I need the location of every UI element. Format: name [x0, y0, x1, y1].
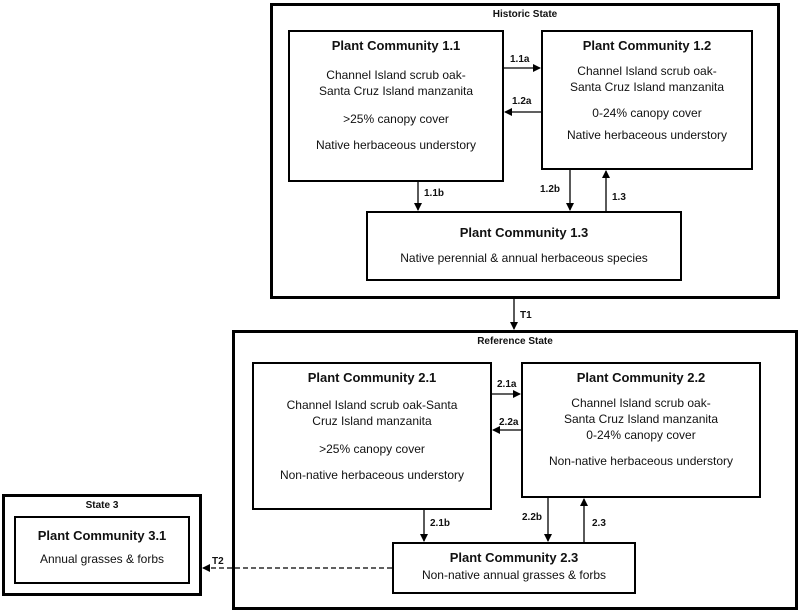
label-1-2a: 1.2a [512, 96, 532, 107]
state-3-title: State 3 [85, 500, 119, 511]
pc11-line3: >25% canopy cover [343, 112, 449, 126]
plant-community-2-2: Plant Community 2.2 Channel Island scrub… [521, 362, 761, 498]
label-1-3: 1.3 [612, 192, 626, 203]
plant-community-2-3: Plant Community 2.3 Non-native annual gr… [392, 542, 636, 594]
label-2-1a: 2.1a [497, 379, 517, 390]
pc13-line1: Native perennial & annual herbaceous spe… [400, 251, 648, 265]
pc21-title: Plant Community 2.1 [307, 370, 437, 385]
plant-community-1-2: Plant Community 1.2 Channel Island scrub… [541, 30, 753, 170]
pc21-line2: Cruz Island manzanita [312, 414, 432, 428]
pc11-title: Plant Community 1.1 [331, 38, 461, 53]
pc31-line1: Annual grasses & forbs [39, 552, 165, 566]
pc22-title: Plant Community 2.2 [576, 370, 706, 385]
pc22-line2: Santa Cruz Island manzanita [563, 412, 719, 426]
historic-state-box: Historic State [270, 3, 780, 299]
pc12-line1: Channel Island scrub oak- [577, 64, 717, 78]
label-1-1a: 1.1a [510, 54, 530, 65]
label-2-1b: 2.1b [430, 518, 451, 529]
historic-state-title: Historic State [492, 9, 558, 20]
pc22-line1: Channel Island scrub oak- [571, 396, 711, 410]
state-3-box: State 3 [2, 494, 202, 596]
pc12-line2: Santa Cruz Island manzanita [569, 80, 725, 94]
label-1-1b: 1.1b [424, 188, 445, 199]
pc11-line2: Santa Cruz Island manzanita [318, 84, 474, 98]
pc13-title: Plant Community 1.3 [459, 225, 589, 240]
label-2-3: 2.3 [592, 518, 606, 529]
pc12-title: Plant Community 1.2 [582, 38, 712, 53]
pc11-line1: Channel Island scrub oak- [326, 68, 466, 82]
pc22-line4: Non-native herbaceous understory [548, 454, 734, 468]
pc21-line1: Channel Island scrub oak-Santa [286, 398, 458, 412]
plant-community-1-3: Plant Community 1.3 Native perennial & a… [366, 211, 682, 281]
plant-community-3-1: Plant Community 3.1 Annual grasses & for… [14, 516, 190, 584]
plant-community-2-1: Plant Community 2.1 Channel Island scrub… [252, 362, 492, 510]
label-t1: T1 [520, 310, 532, 321]
pc12-line3: 0-24% canopy cover [592, 106, 702, 120]
label-2-2a: 2.2a [499, 417, 519, 428]
pc31-title: Plant Community 3.1 [37, 528, 167, 543]
label-t2: T2 [212, 556, 224, 567]
label-1-2b: 1.2b [540, 184, 561, 195]
pc11-line4: Native herbaceous understory [315, 138, 477, 152]
pc23-title: Plant Community 2.3 [449, 550, 579, 565]
reference-state-title: Reference State [477, 336, 553, 347]
label-2-2b: 2.2b [522, 512, 543, 523]
plant-community-1-1: Plant Community 1.1 Channel Island scrub… [288, 30, 504, 182]
reference-state-box: Reference State [232, 330, 798, 610]
pc23-line1: Non-native annual grasses & forbs [421, 568, 607, 582]
pc12-line4: Native herbaceous understory [566, 128, 728, 142]
pc21-line4: Non-native herbaceous understory [279, 468, 465, 482]
pc21-line3: >25% canopy cover [319, 442, 425, 456]
pc22-line3: 0-24% canopy cover [586, 428, 696, 442]
